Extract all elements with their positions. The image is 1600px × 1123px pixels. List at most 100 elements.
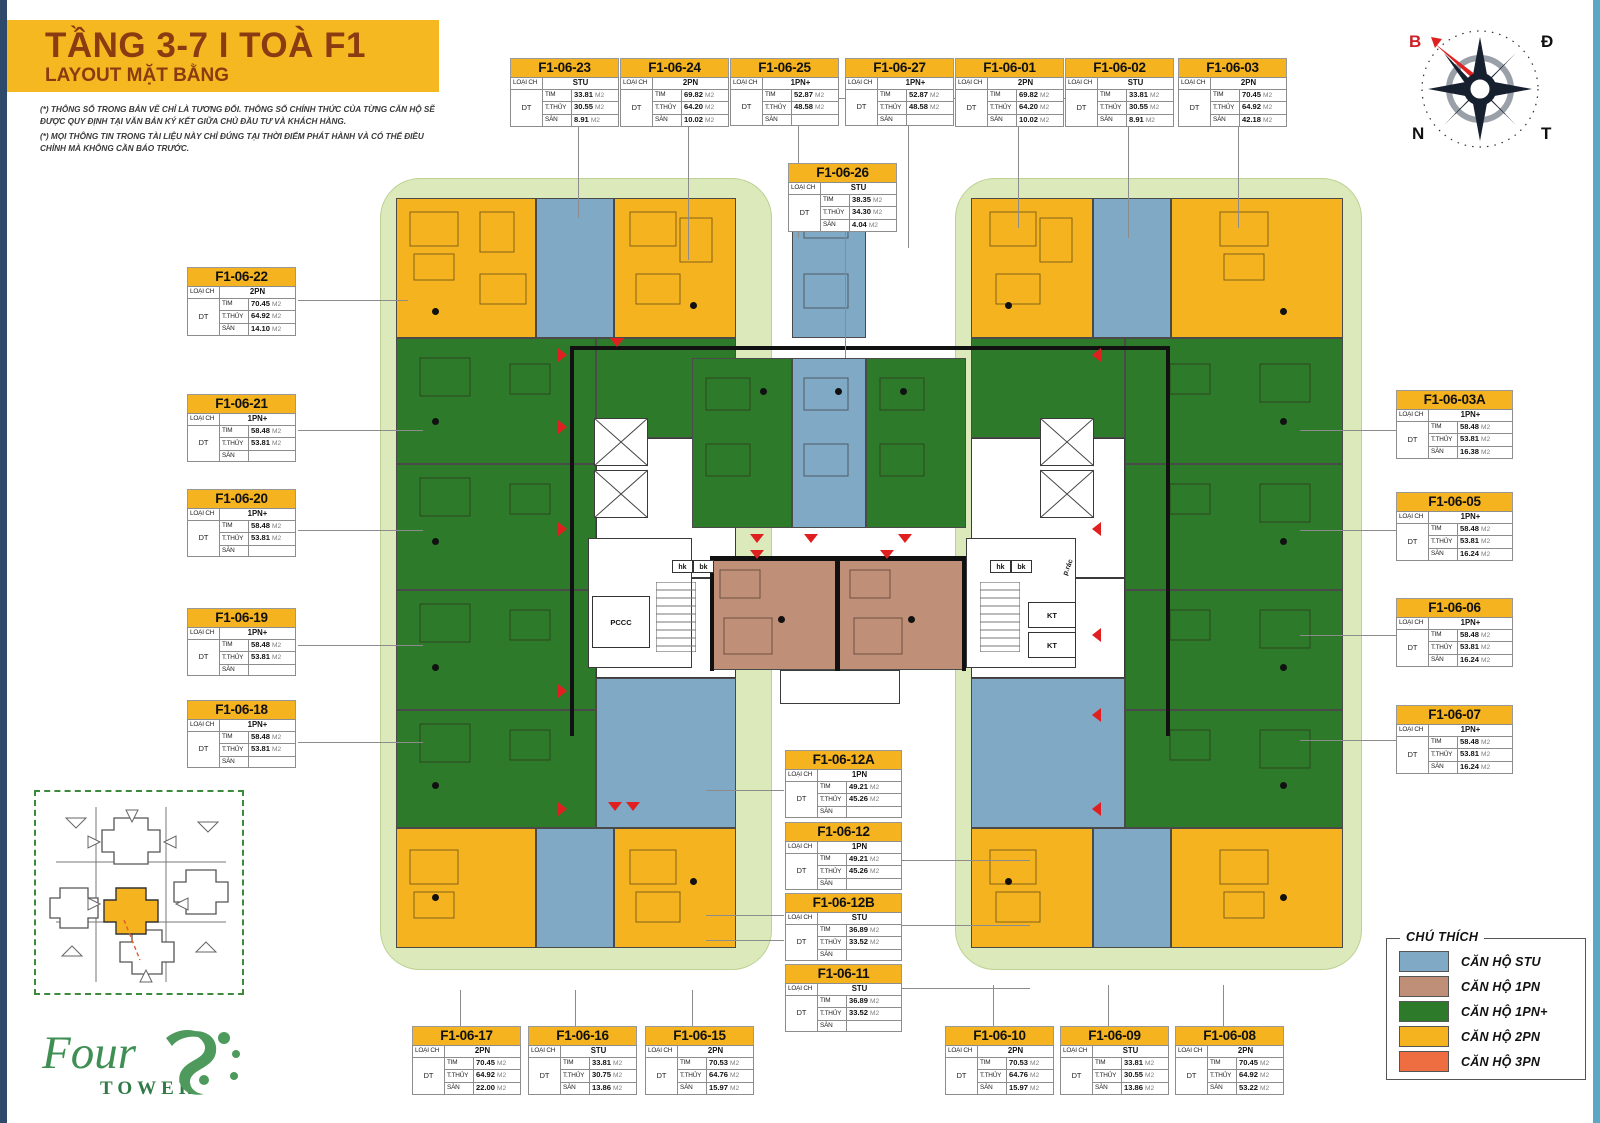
label-tim: TIM (219, 424, 249, 438)
value-tthuy-27: 48.58 (909, 102, 929, 111)
value-tthuy-23: 30.55 (574, 102, 594, 111)
unit-m2: M2 (272, 325, 282, 333)
unit-shape-09 (1093, 828, 1171, 948)
unit-code-16: F1-06-16 (528, 1026, 637, 1045)
unit-card-25[interactable]: F1-06-25 LOẠI CH 1PN+ DT TIM 52.87 M2 T.… (730, 58, 839, 126)
unit-code-07: F1-06-07 (1396, 705, 1513, 724)
unit-card-18[interactable]: F1-06-18 LOẠI CH 1PN+ DT TIM 58.48 M2 T.… (187, 700, 296, 768)
label-san: SÀN (677, 1081, 707, 1095)
value-tim-27: 52.87 (909, 89, 929, 99)
unit-card-20[interactable]: F1-06-20 LOẠI CH 1PN+ DT TIM 58.48 M2 T.… (187, 489, 296, 557)
legend-title: CHÚ THÍCH (1400, 930, 1485, 944)
label-tthuy: T.THỦY (219, 532, 249, 546)
unit-type-12a: 1PN (817, 769, 902, 782)
unit-card-17[interactable]: F1-06-17 LOẠI CH 2PN DT TIM 70.45 M2 T.T… (412, 1026, 521, 1095)
unit-card-05[interactable]: F1-06-05 LOẠI CH 1PN+ DT TIM 58.48 M2 T.… (1396, 492, 1513, 561)
unit-m2: M2 (272, 641, 282, 649)
label-san: SÀN (817, 805, 847, 818)
label-loai-ch: LOẠI CH (1175, 1045, 1208, 1058)
unit-code-12b: F1-06-12B (785, 893, 902, 912)
label-san: SÀN (444, 1081, 474, 1095)
unit-m2: M2 (1145, 1084, 1155, 1092)
unit-card-02[interactable]: F1-06-02 LOẠI CH STU DT TIM 33.81 M2 T.T… (1065, 58, 1174, 127)
unit-card-27[interactable]: F1-06-27 LOẠI CH 1PN+ DT TIM 52.87 M2 T.… (845, 58, 954, 126)
label-tthuy: T.THỦY (1210, 101, 1240, 115)
unit-card-22[interactable]: F1-06-22 LOẠI CH 2PN DT TIM 70.45 M2 T.T… (187, 267, 296, 336)
unit-m2: M2 (815, 104, 825, 111)
label-tthuy: T.THỦY (560, 1069, 590, 1083)
label-tim: TIM (1428, 420, 1458, 434)
label-tthuy: T.THỦY (817, 936, 847, 950)
unit-m2: M2 (1263, 116, 1273, 124)
unit-m2: M2 (873, 196, 883, 204)
value-tthuy-01: 64.20 (1019, 102, 1039, 111)
label-tthuy: T.THỦY (219, 651, 249, 665)
unit-card-01[interactable]: F1-06-01 LOẠI CH 2PN DT TIM 69.82 M2 T.T… (955, 58, 1064, 127)
unit-card-11[interactable]: F1-06-11 LOẠI CH STU DT TIM 36.89 M2 T.T… (785, 964, 902, 1032)
unit-card-24[interactable]: F1-06-24 LOẠI CH 2PN DT TIM 69.82 M2 T.T… (620, 58, 729, 127)
legend-item-1pnplus: CĂN HỘ 1PN+ (1399, 1001, 1585, 1022)
unit-code-06: F1-06-06 (1396, 598, 1513, 617)
unit-m2: M2 (870, 783, 880, 791)
unit-card-15[interactable]: F1-06-15 LOẠI CH 2PN DT TIM 70.53 M2 T.T… (645, 1026, 754, 1095)
label-tim: TIM (977, 1056, 1007, 1070)
unit-code-24: F1-06-24 (620, 58, 729, 77)
unit-card-16[interactable]: F1-06-16 LOẠI CH STU DT TIM 33.81 M2 T.T… (528, 1026, 637, 1095)
unit-card-10[interactable]: F1-06-10 LOẠI CH 2PN DT TIM 70.53 M2 T.T… (945, 1026, 1054, 1095)
label-dt: DT (1396, 735, 1429, 774)
label-san: SÀN (977, 1081, 1007, 1095)
unit-card-03[interactable]: F1-06-03 LOẠI CH 2PN DT TIM 70.45 M2 T.T… (1178, 58, 1287, 127)
unit-type-17: 2PN (444, 1045, 521, 1058)
unit-card-21[interactable]: F1-06-21 LOẠI CH 1PN+ DT TIM 58.48 M2 T.… (187, 394, 296, 462)
unit-m2: M2 (1481, 550, 1491, 558)
unit-card-26[interactable]: F1-06-26 LOẠI CH STU DT TIM 38.35 M2 T.T… (788, 163, 897, 232)
unit-type-06: 1PN+ (1428, 617, 1513, 630)
label-loai-ch: LOẠI CH (1060, 1045, 1093, 1058)
unit-type-05: 1PN+ (1428, 511, 1513, 524)
unit-shape-24 (614, 198, 736, 338)
value-san-03a: 16.38 (1460, 446, 1480, 456)
value-tthuy-10: 64.76 (1009, 1070, 1029, 1079)
unit-card-23[interactable]: F1-06-23 LOẠI CH STU DT TIM 33.81 M2 T.T… (510, 58, 619, 127)
unit-type-19: 1PN+ (219, 627, 296, 640)
unit-card-07[interactable]: F1-06-07 LOẠI CH 1PN+ DT TIM 58.48 M2 T.… (1396, 705, 1513, 774)
label-dt: DT (1396, 628, 1429, 667)
unit-code-22: F1-06-22 (187, 267, 296, 286)
unit-code-12a: F1-06-12A (785, 750, 902, 769)
unit-code-18: F1-06-18 (187, 700, 296, 719)
value-tim-10: 70.53 (1009, 1057, 1029, 1067)
unit-m2: M2 (1481, 436, 1491, 443)
unit-m2: M2 (1481, 538, 1491, 545)
value-san-26: 4.04 (852, 219, 867, 229)
unit-card-08[interactable]: F1-06-08 LOẠI CH 2PN DT TIM 70.45 M2 T.T… (1175, 1026, 1284, 1095)
label-dt: DT (730, 88, 763, 126)
unit-code-09: F1-06-09 (1060, 1026, 1169, 1045)
unit-card-09[interactable]: F1-06-09 LOẠI CH STU DT TIM 33.81 M2 T.T… (1060, 1026, 1169, 1095)
value-tim-01: 69.82 (1019, 89, 1039, 99)
unit-m2: M2 (272, 440, 282, 447)
unit-type-12: 1PN (817, 841, 902, 854)
label-tim: TIM (1428, 522, 1458, 536)
value-san-09: 13.86 (1124, 1082, 1144, 1092)
label-tthuy: T.THỦY (762, 101, 792, 115)
unit-card-12[interactable]: F1-06-12 LOẠI CH 1PN DT TIM 49.21 M2 T.T… (785, 822, 902, 890)
unit-shape-22b (536, 198, 614, 338)
label-tim: TIM (820, 193, 850, 207)
unit-card-06[interactable]: F1-06-06 LOẠI CH 1PN+ DT TIM 58.48 M2 T.… (1396, 598, 1513, 667)
unit-card-12b[interactable]: F1-06-12B LOẠI CH STU DT TIM 36.89 M2 T.… (785, 893, 902, 961)
unit-m2: M2 (1260, 1084, 1270, 1092)
disclaimer-line-1: (*) THÔNG SỐ TRONG BẢN VẼ CHỈ LÀ TƯƠNG Đ… (40, 105, 435, 127)
unit-card-03a[interactable]: F1-06-03A LOẠI CH 1PN+ DT TIM 58.48 M2 T… (1396, 390, 1513, 459)
unit-card-12a[interactable]: F1-06-12A LOẠI CH 1PN DT TIM 49.21 M2 T.… (785, 750, 902, 818)
label-tthuy: T.THỦY (877, 101, 907, 115)
unit-m2: M2 (730, 1084, 740, 1092)
unit-card-19[interactable]: F1-06-19 LOẠI CH 1PN+ DT TIM 58.48 M2 T.… (187, 608, 296, 676)
label-tim: TIM (652, 88, 682, 102)
compass-label-north: B (1409, 32, 1422, 51)
label-tthuy: T.THỦY (542, 101, 572, 115)
legend-panel: CĂN HỘ STU CĂN HỘ 1PN CĂN HỘ 1PN+ CĂN HỘ… (1386, 938, 1586, 1080)
label-loai-ch: LOẠI CH (187, 719, 220, 732)
label-san: SÀN (219, 663, 249, 676)
value-san-03: 42.18 (1242, 114, 1262, 124)
unit-m2: M2 (730, 1072, 740, 1079)
